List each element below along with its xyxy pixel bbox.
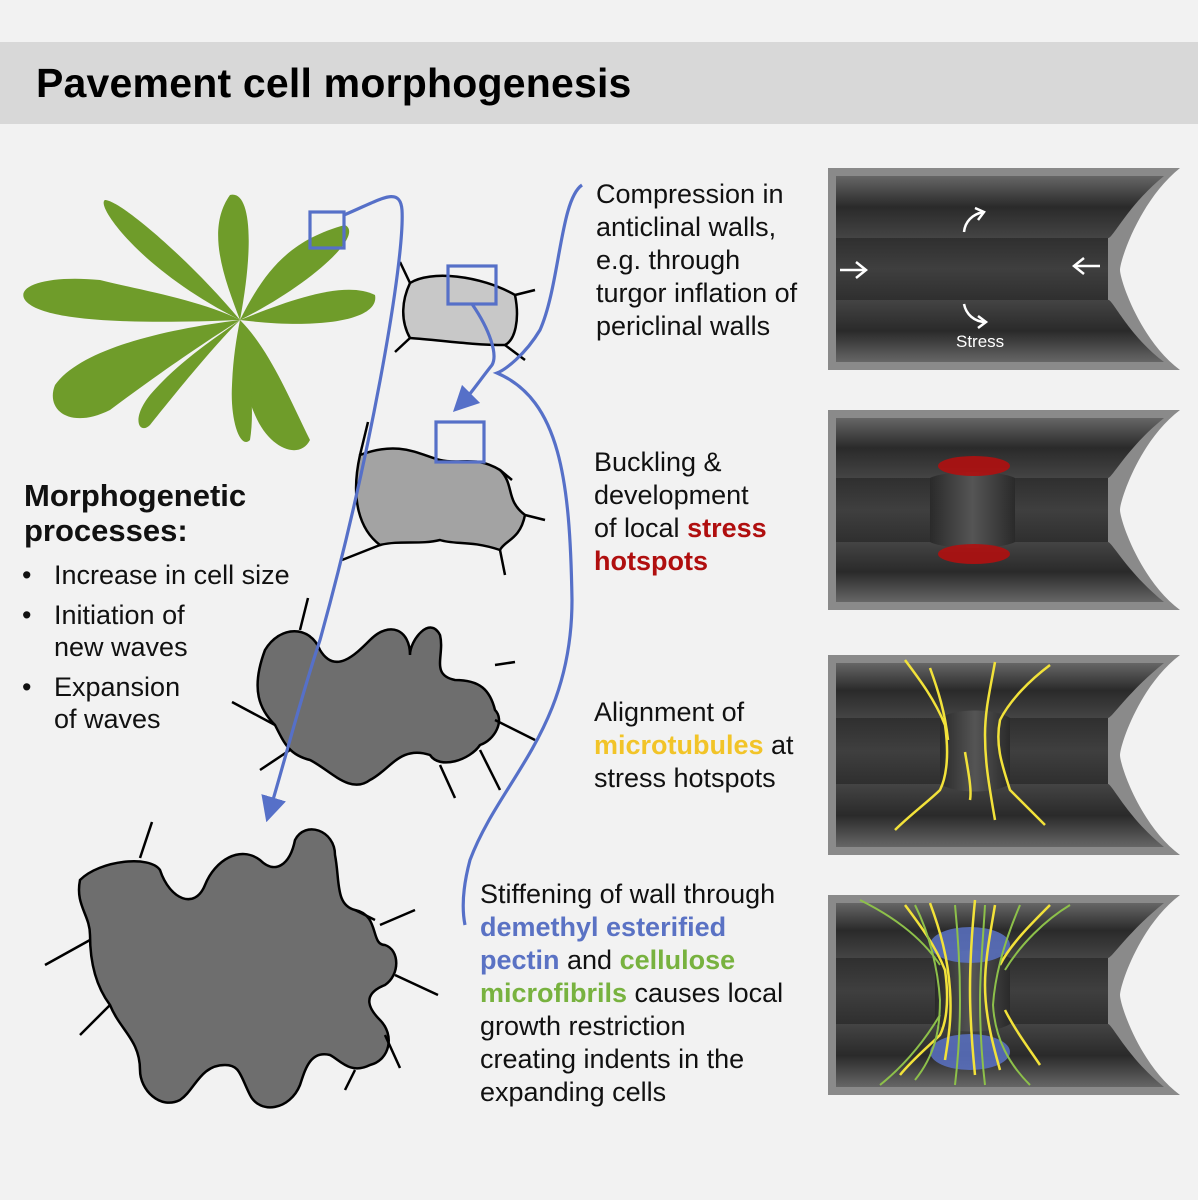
title-band [0, 42, 1198, 124]
cellulose-term: cellulose [619, 945, 736, 975]
process-item: Expansion of waves [22, 671, 204, 735]
plant-rosette [23, 194, 376, 451]
wall-panel-2 [828, 410, 1180, 610]
wall-panel-1 [828, 168, 1180, 370]
stress-label: Stress [956, 332, 1005, 351]
zoom-box-cell-2 [434, 420, 486, 464]
arrow-cell-to-wall [452, 303, 496, 413]
processes-heading-text: Morphogenetic processes: [24, 478, 247, 548]
cell-stage-4 [44, 821, 439, 1109]
stress-term: stress [687, 513, 767, 543]
step-1-text: Compression in anticlinal walls, e.g. th… [596, 179, 798, 341]
cell-stage-1 [394, 261, 536, 361]
curve-to-steps [461, 183, 584, 926]
pectin-term: demethyl esterified [480, 912, 727, 942]
arrow-leaf-to-cell [261, 195, 404, 823]
step-2-text: Buckling & development of local stress h… [594, 447, 767, 576]
processes-list: Increase in cell size Initiation of new … [22, 559, 290, 743]
step-3-text: Alignment of microtubules at stress hots… [594, 697, 794, 793]
cell-stage-3 [231, 597, 536, 799]
process-item: Increase in cell size [22, 559, 290, 591]
microtubules-term: microtubules [594, 730, 764, 760]
processes-heading: Morphogenetic processes: [24, 478, 294, 548]
zoom-box-leaf [308, 210, 346, 250]
hotspots-term: hotspots [594, 546, 708, 576]
page-title: Pavement cell morphogenesis [36, 60, 632, 106]
step-4-text: Stiffening of wall through demethyl este… [480, 879, 784, 1107]
wall-panel-3 [828, 655, 1180, 855]
wall-panel-4 [828, 895, 1180, 1095]
zoom-path [261, 183, 584, 926]
cell-stage-2 [341, 421, 546, 576]
process-item: Initiation of new waves [22, 599, 214, 663]
